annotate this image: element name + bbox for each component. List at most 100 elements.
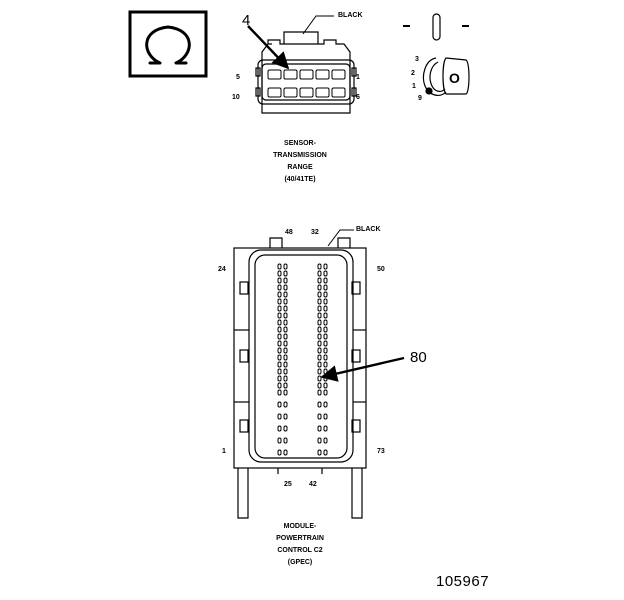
- sensor-cavity: [267, 69, 282, 80]
- pcm-cavity: [277, 291, 282, 298]
- sensor-pin-5-label: 5: [236, 74, 240, 81]
- pcm-cavity: [323, 312, 328, 319]
- pcm-cavity: [317, 401, 322, 408]
- pcm-pin-73-label: 73: [377, 448, 385, 455]
- pcm-cavity: [323, 291, 328, 298]
- sensor-cavity: [299, 69, 314, 80]
- pcm-cavity: [323, 340, 328, 347]
- pcm-cavity: [277, 361, 282, 368]
- pcm-cavity: [323, 298, 328, 305]
- pcm-cavity: [317, 375, 322, 382]
- pcm-cavity: [283, 291, 288, 298]
- pcm-cavity: [323, 319, 328, 326]
- ignition-position-9-label: 9: [418, 95, 422, 102]
- sensor-color-label: BLACK: [338, 12, 363, 19]
- pcm-cavity: [323, 449, 328, 456]
- sensor-cavity: [283, 87, 298, 98]
- pcm-cavity: [277, 375, 282, 382]
- pcm-cavity: [277, 312, 282, 319]
- pcm-cavity: [317, 361, 322, 368]
- sensor-caption-line-4: (40/41TE): [284, 176, 316, 183]
- pcm-cavity: [283, 368, 288, 375]
- ignition-key-letter: O: [449, 70, 460, 86]
- sensor-cavity: [267, 87, 282, 98]
- sensor-cavity: [315, 87, 330, 98]
- pcm-cavity: [323, 263, 328, 270]
- pcm-cavity: [283, 340, 288, 347]
- pcm-cavity: [277, 326, 282, 333]
- pcm-cavity: [283, 361, 288, 368]
- pcm-cavity: [277, 305, 282, 312]
- sensor-cavity: [315, 69, 330, 80]
- sensor-callout-number: 4: [242, 12, 251, 29]
- pcm-cavity: [277, 333, 282, 340]
- pcm-caption: MODULE- POWERTRAIN CONTROL C2 (GPEC): [258, 521, 342, 569]
- pcm-connector-cavities: [277, 263, 328, 456]
- pcm-cavity: [317, 270, 322, 277]
- pcm-cavity: [283, 284, 288, 291]
- pcm-cavity: [317, 347, 322, 354]
- sensor-cavity: [283, 69, 298, 80]
- pcm-cavity: [323, 368, 328, 375]
- pcm-cavity: [277, 263, 282, 270]
- pcm-cavity: [283, 347, 288, 354]
- pcm-cavity: [317, 382, 322, 389]
- pcm-cavity: [277, 425, 282, 432]
- pcm-pin-1-label: 1: [222, 448, 226, 455]
- pcm-cavity: [283, 312, 288, 319]
- pcm-pin-25-label: 25: [284, 481, 292, 488]
- sensor-caption: SENSOR- TRANSMISSION RANGE (40/41TE): [258, 138, 342, 186]
- pcm-cavity: [323, 277, 328, 284]
- ignition-position-3-label: 3: [415, 56, 419, 63]
- sensor-caption-line-1: SENSOR-: [284, 140, 316, 147]
- pcm-cavity: [317, 305, 322, 312]
- pcm-caption-line-1: MODULE-: [283, 523, 317, 530]
- sensor-cavity: [331, 69, 346, 80]
- pcm-cavity: [283, 270, 288, 277]
- pcm-cavity: [317, 277, 322, 284]
- sensor-connector: [255, 31, 357, 114]
- pcm-cavity: [277, 389, 282, 396]
- pcm-cavity: [323, 389, 328, 396]
- pcm-cavity: [317, 413, 322, 420]
- pcm-cavity: [283, 401, 288, 408]
- pcm-cavity: [283, 413, 288, 420]
- sensor-pin-6-label: 6: [356, 94, 360, 101]
- pcm-cavity: [323, 305, 328, 312]
- pcm-cavity: [277, 382, 282, 389]
- pcm-cavity: [323, 437, 328, 444]
- pcm-cavity: [277, 368, 282, 375]
- pcm-pin-42-label: 42: [309, 481, 317, 488]
- ignition-position-2-label: 2: [411, 70, 415, 77]
- pcm-cavity: [283, 263, 288, 270]
- pcm-cavity: [317, 263, 322, 270]
- pcm-cavity: [283, 449, 288, 456]
- pcm-cavity: [283, 277, 288, 284]
- pcm-cavity: [283, 305, 288, 312]
- pcm-cavity: [323, 382, 328, 389]
- pcm-pin-48-label: 48: [285, 229, 293, 236]
- ohm-symbol-icon: [128, 10, 208, 78]
- pcm-cavity: [323, 326, 328, 333]
- pcm-cavity: [317, 284, 322, 291]
- pcm-cavity: [323, 361, 328, 368]
- pcm-cavity: [283, 437, 288, 444]
- sensor-caption-line-2: TRANSMISSION: [273, 152, 327, 159]
- pcm-color-label: BLACK: [356, 226, 381, 233]
- pcm-cavity: [283, 333, 288, 340]
- pcm-cavity: [277, 277, 282, 284]
- pcm-cavity: [323, 284, 328, 291]
- pcm-cavity: [317, 312, 322, 319]
- pcm-cavity: [277, 340, 282, 347]
- sensor-callout-leader: [247, 25, 290, 70]
- pcm-cavity: [323, 354, 328, 361]
- pcm-cavity: [277, 449, 282, 456]
- pcm-cavity: [277, 284, 282, 291]
- pcm-cavity: [317, 319, 322, 326]
- pcm-callout-number: 80: [410, 349, 427, 366]
- sensor-cavity: [331, 87, 346, 98]
- pcm-cavity: [277, 319, 282, 326]
- sensor-connector-cavities: [267, 69, 346, 98]
- pcm-cavity: [317, 389, 322, 396]
